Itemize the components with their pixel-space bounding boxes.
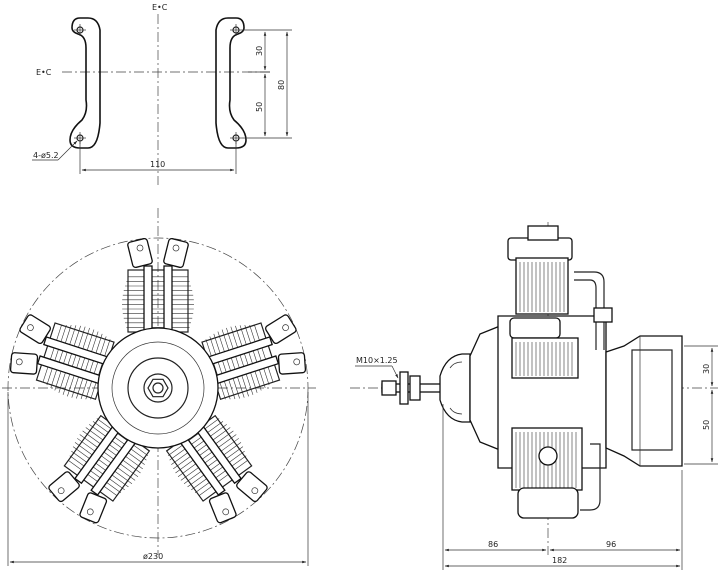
lower-spark-plug-boss (538, 446, 558, 466)
upper-cylinder-body (515, 257, 569, 315)
prop-drive-hub (439, 353, 471, 423)
thread-callout-label: M10×1.25 (356, 356, 398, 365)
lower-exhaust-pipe (580, 443, 601, 511)
ec-vertical-label: E•C (152, 3, 168, 12)
crankcase-outer (97, 327, 219, 449)
middle-cylinder-body (511, 337, 579, 379)
engine-side-view: M10×1.25 30 50 86 96 182 (350, 222, 718, 570)
side-dim-182-label: 182 (552, 556, 567, 565)
side-dim-86-label: 86 (488, 540, 498, 549)
upper-cylinder-fins (519, 262, 565, 312)
dim-50-label: 50 (255, 102, 264, 112)
crankcase-front-cover (127, 357, 189, 419)
rear-mount-window (631, 349, 673, 451)
upper-rocker-box (527, 225, 559, 241)
propeller-arc-circle (7, 237, 309, 539)
shaft-thread-end (381, 380, 397, 396)
middle-cylinder-fins (515, 342, 573, 376)
dim-diameter-label: ø230 (143, 552, 163, 561)
upper-cylinder-head (507, 237, 573, 261)
middle-cylinder-head (509, 317, 561, 339)
ec-horizontal-label: E•C (36, 68, 52, 77)
exhaust-clamp (593, 307, 613, 323)
upper-exhaust-pipe (574, 271, 605, 350)
thread-leader (391, 365, 399, 379)
hole-leader (57, 140, 78, 161)
cylinder-1 (122, 237, 194, 333)
dim-80-label: 80 (277, 80, 286, 90)
cylinder-4 (48, 414, 151, 524)
right-mount-bracket (215, 17, 247, 149)
left-mount-bracket (69, 17, 101, 149)
hole-callout-label: 4-ø5.2 (33, 151, 59, 160)
side-dim-30-label: 30 (702, 364, 711, 374)
mounting-plan-view: E•C E•C 110 30 50 80 4-ø5.2 (32, 3, 292, 185)
engine-front-view: ø230 (2, 208, 316, 566)
prop-washer-front (399, 371, 409, 405)
prop-hub (143, 373, 173, 403)
cylinder-3 (165, 414, 268, 524)
prop-nut-icon (147, 378, 169, 398)
dim-30-label: 30 (255, 46, 264, 56)
prop-washer-rear (409, 375, 421, 401)
nose-housing (469, 325, 501, 451)
lower-cylinder-head (517, 487, 579, 519)
crankcase-inner-ring (111, 341, 205, 435)
cylinder-2 (201, 314, 307, 400)
side-dim-50-label: 50 (702, 420, 711, 430)
rear-mount-plate (605, 335, 683, 467)
side-dim-96-label: 96 (606, 540, 616, 549)
dim-110-label: 110 (150, 160, 165, 169)
